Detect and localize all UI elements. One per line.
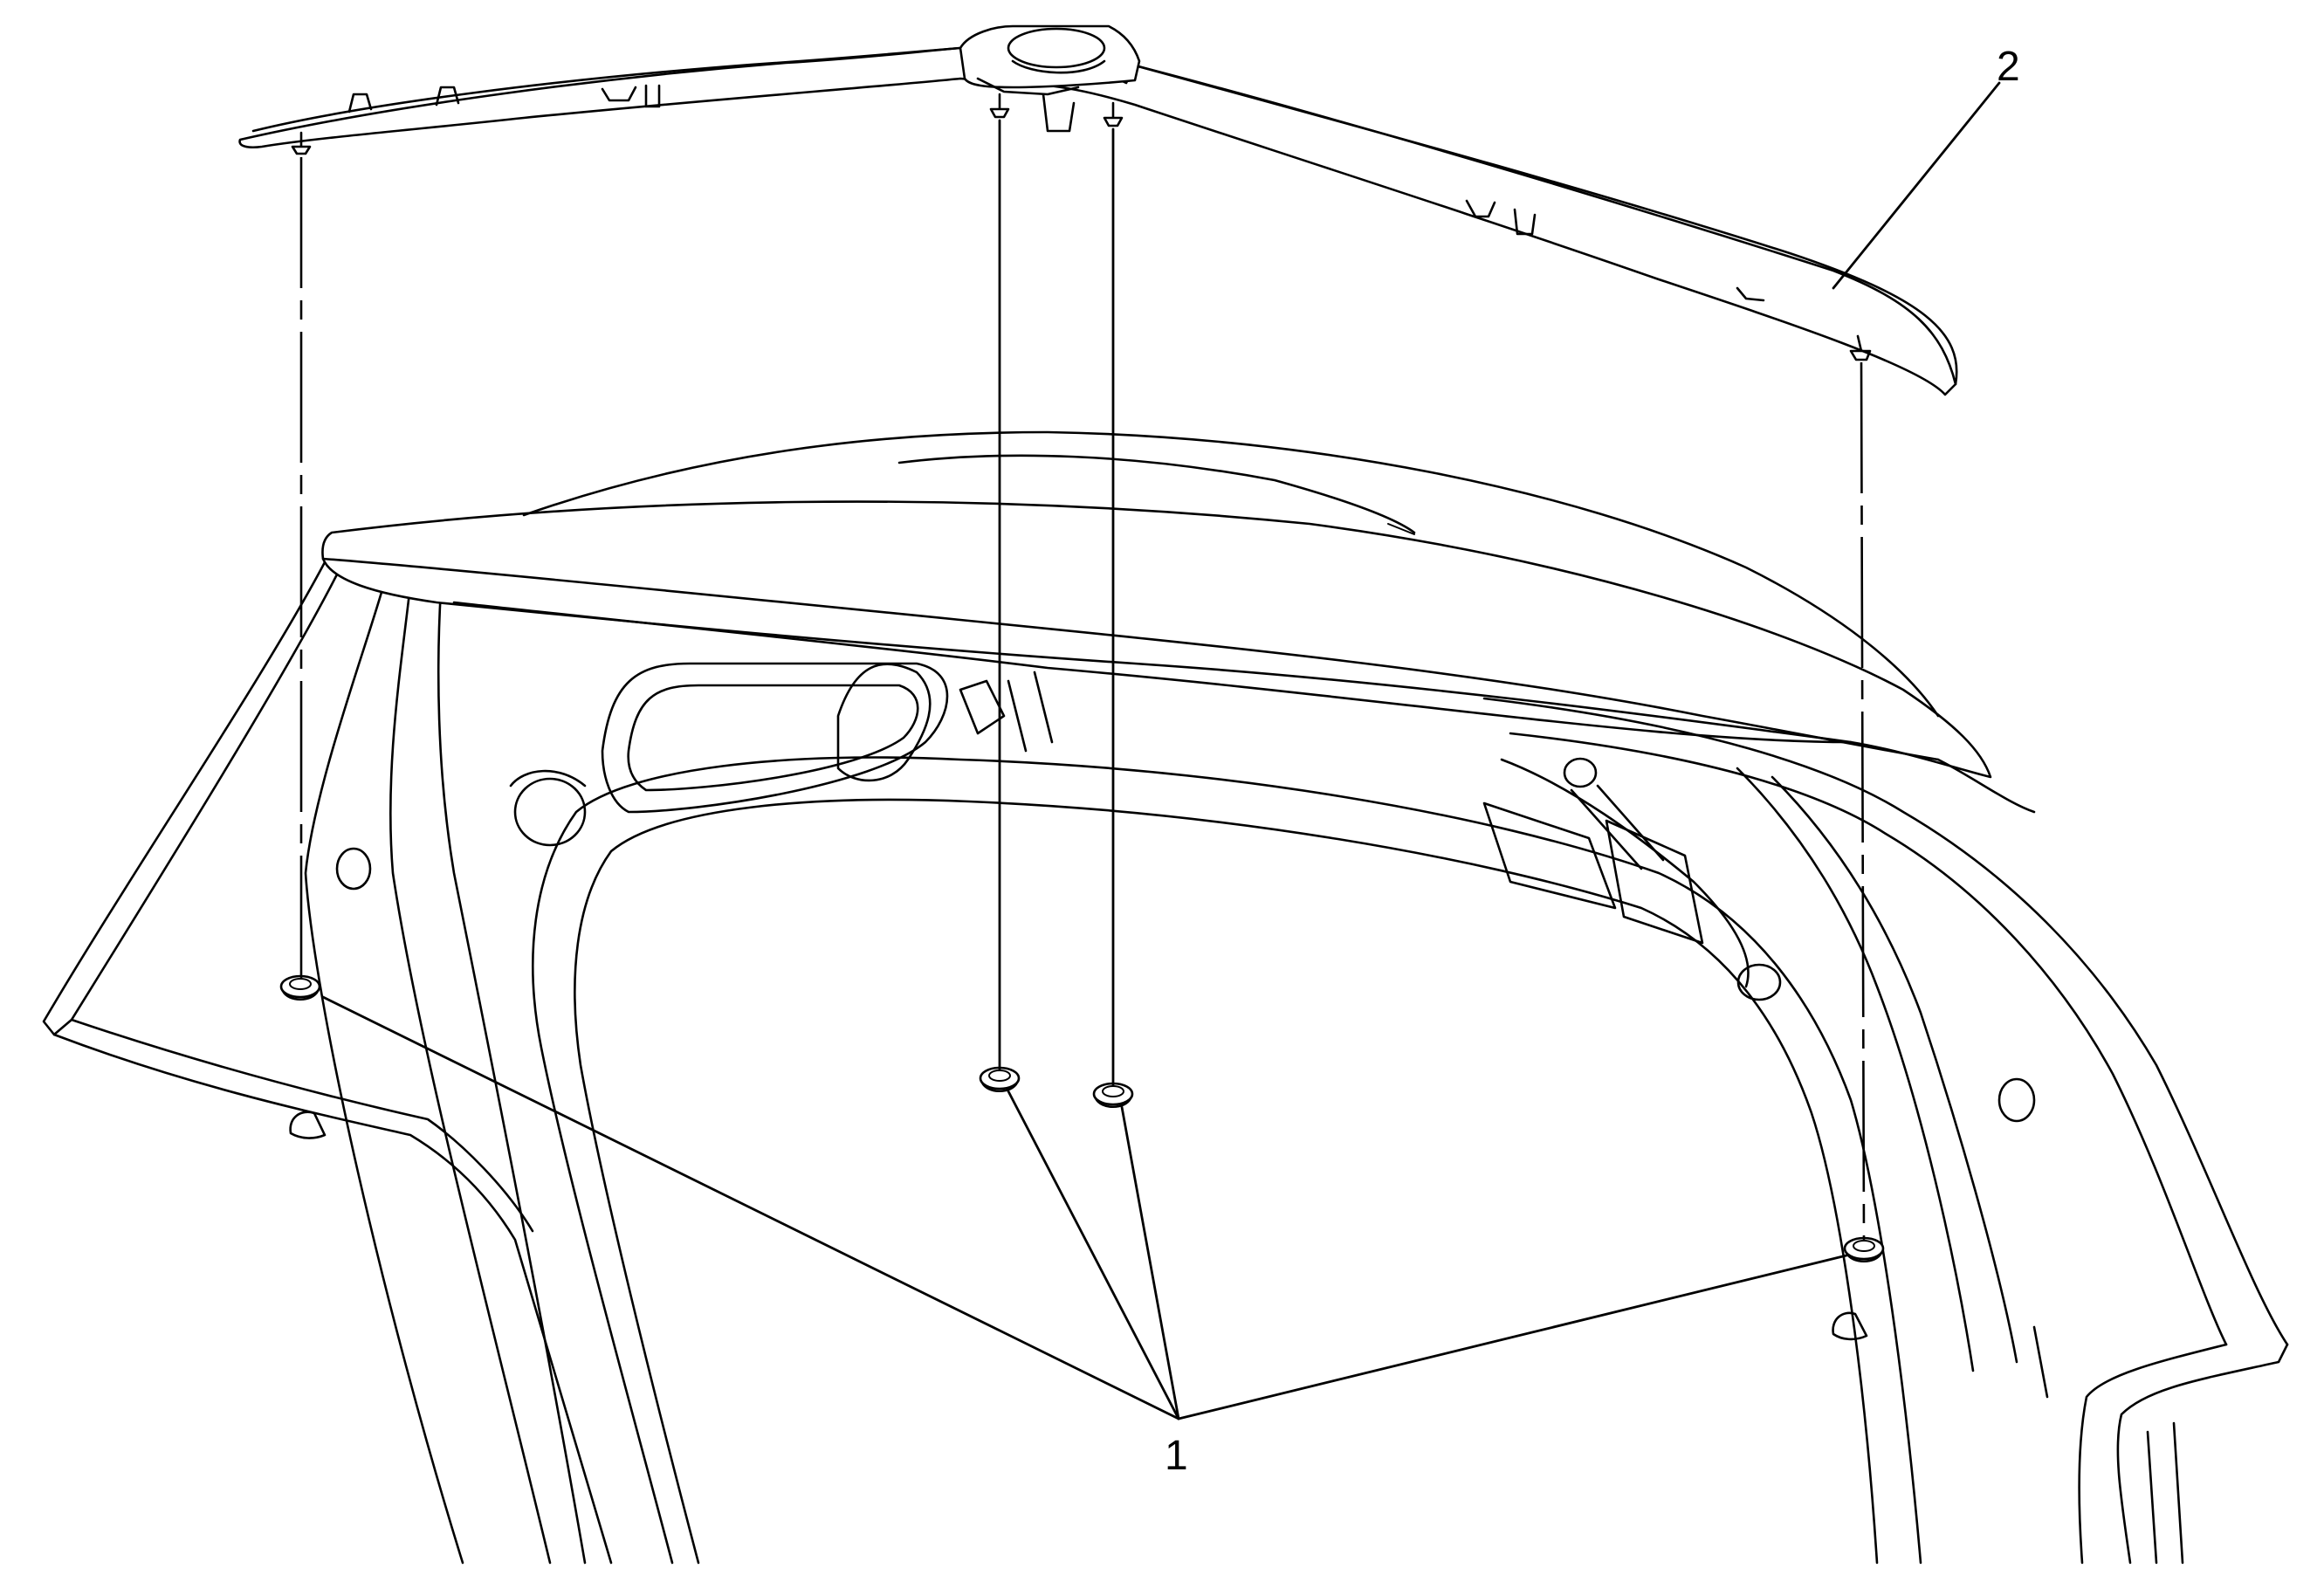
callout-fastener-nuts: 1 bbox=[1165, 1433, 1188, 1479]
fastener-nut-2 bbox=[979, 1066, 1021, 1093]
deck-lid bbox=[42, 561, 2289, 1565]
fastener-nut-3 bbox=[1092, 1082, 1134, 1109]
fastener-nut-1 bbox=[279, 974, 321, 1001]
callout-spoiler-panel: 2 bbox=[1997, 44, 2020, 90]
deck-lid-top-molding bbox=[321, 430, 2036, 814]
leader-lines bbox=[321, 81, 2001, 1420]
alignment-lines bbox=[299, 119, 1866, 1241]
spoiler-panel bbox=[238, 24, 1958, 396]
fastener-nut-4 bbox=[1843, 1236, 1885, 1263]
